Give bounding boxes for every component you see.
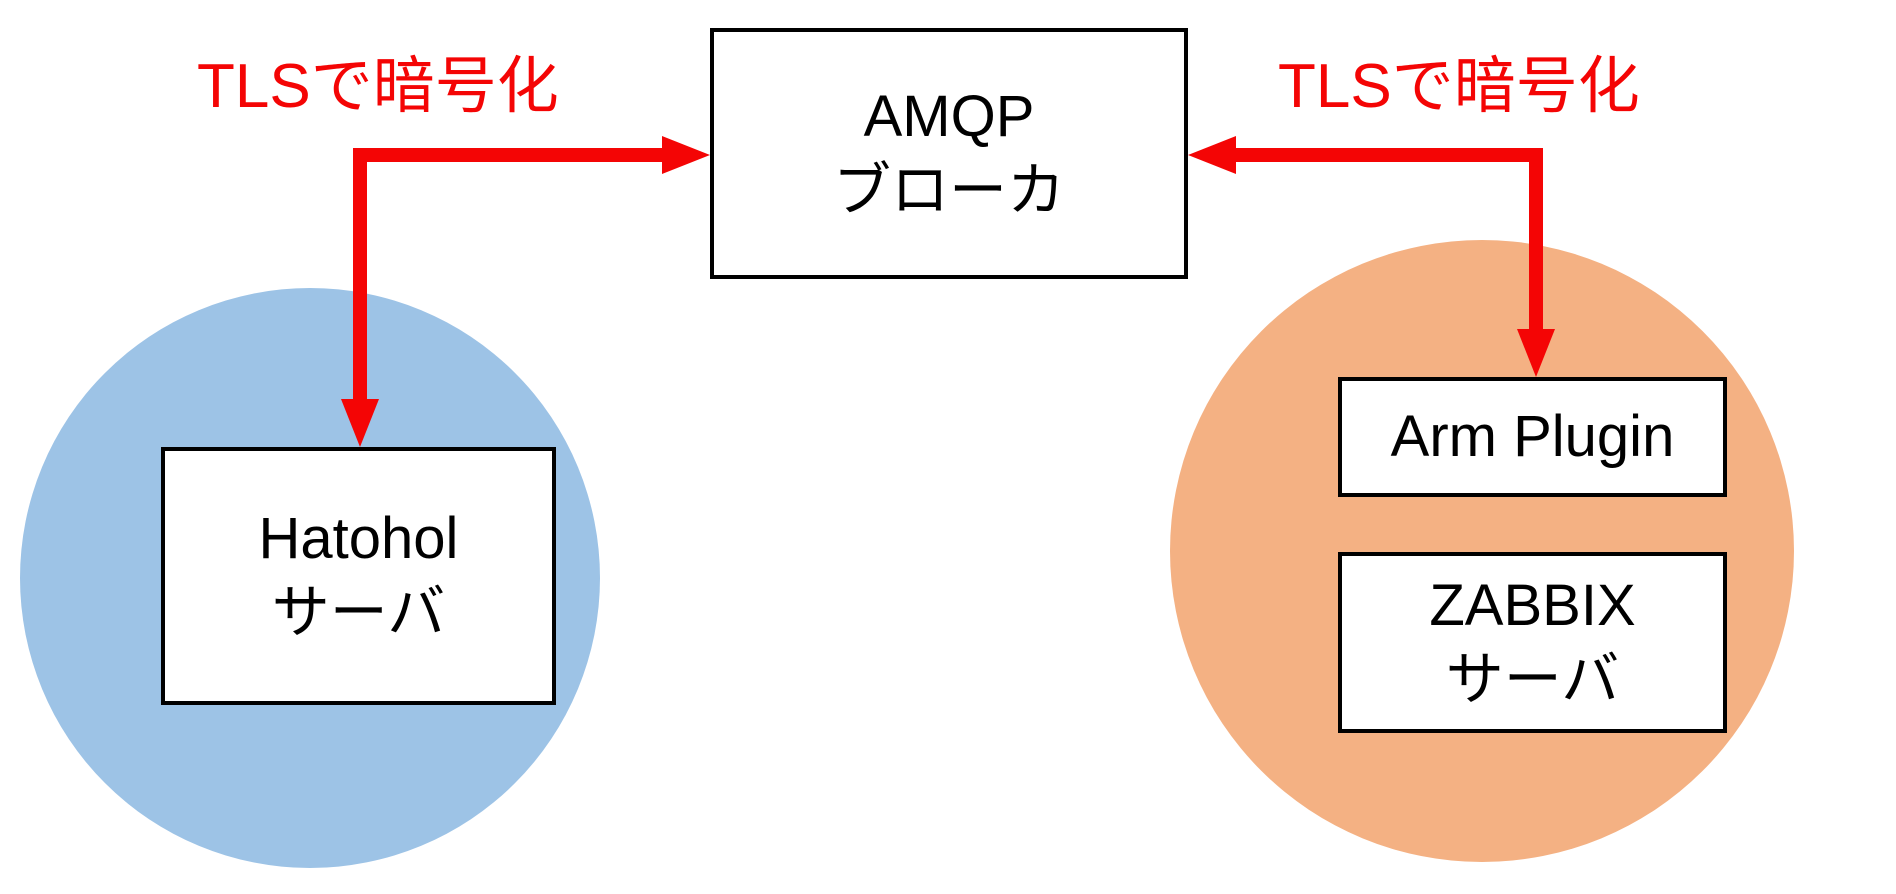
amqp-broker-label-line2: ブローカ — [832, 157, 1065, 223]
tls-encryption-label-right: TLSで暗号化 — [1278, 52, 1640, 121]
zabbix-server-label-line2: サーバ — [1445, 646, 1620, 712]
zabbix-zone-circle — [1170, 240, 1794, 862]
zabbix-server-label-line1: ZABBIX — [1429, 572, 1636, 638]
amqp-broker-label-line1: AMQP — [863, 83, 1035, 149]
arm-plugin-label: Arm Plugin — [1390, 404, 1675, 469]
arm-plugin-box: Arm Plugin — [1338, 377, 1727, 497]
hatohol-server-label-line2: サーバ — [271, 580, 446, 645]
hatohol-server-label-line1: Hatohol — [258, 506, 459, 571]
amqp-broker-box: AMQP ブローカ — [710, 28, 1188, 279]
hatohol-server-box: Hatohol サーバ — [161, 447, 556, 705]
zabbix-server-box: ZABBIX サーバ — [1338, 552, 1727, 733]
arrowhead-into-amqp-left-icon — [662, 136, 710, 174]
arrowhead-into-amqp-right-icon — [1188, 136, 1236, 174]
tls-encryption-label-left: TLSで暗号化 — [197, 52, 559, 121]
